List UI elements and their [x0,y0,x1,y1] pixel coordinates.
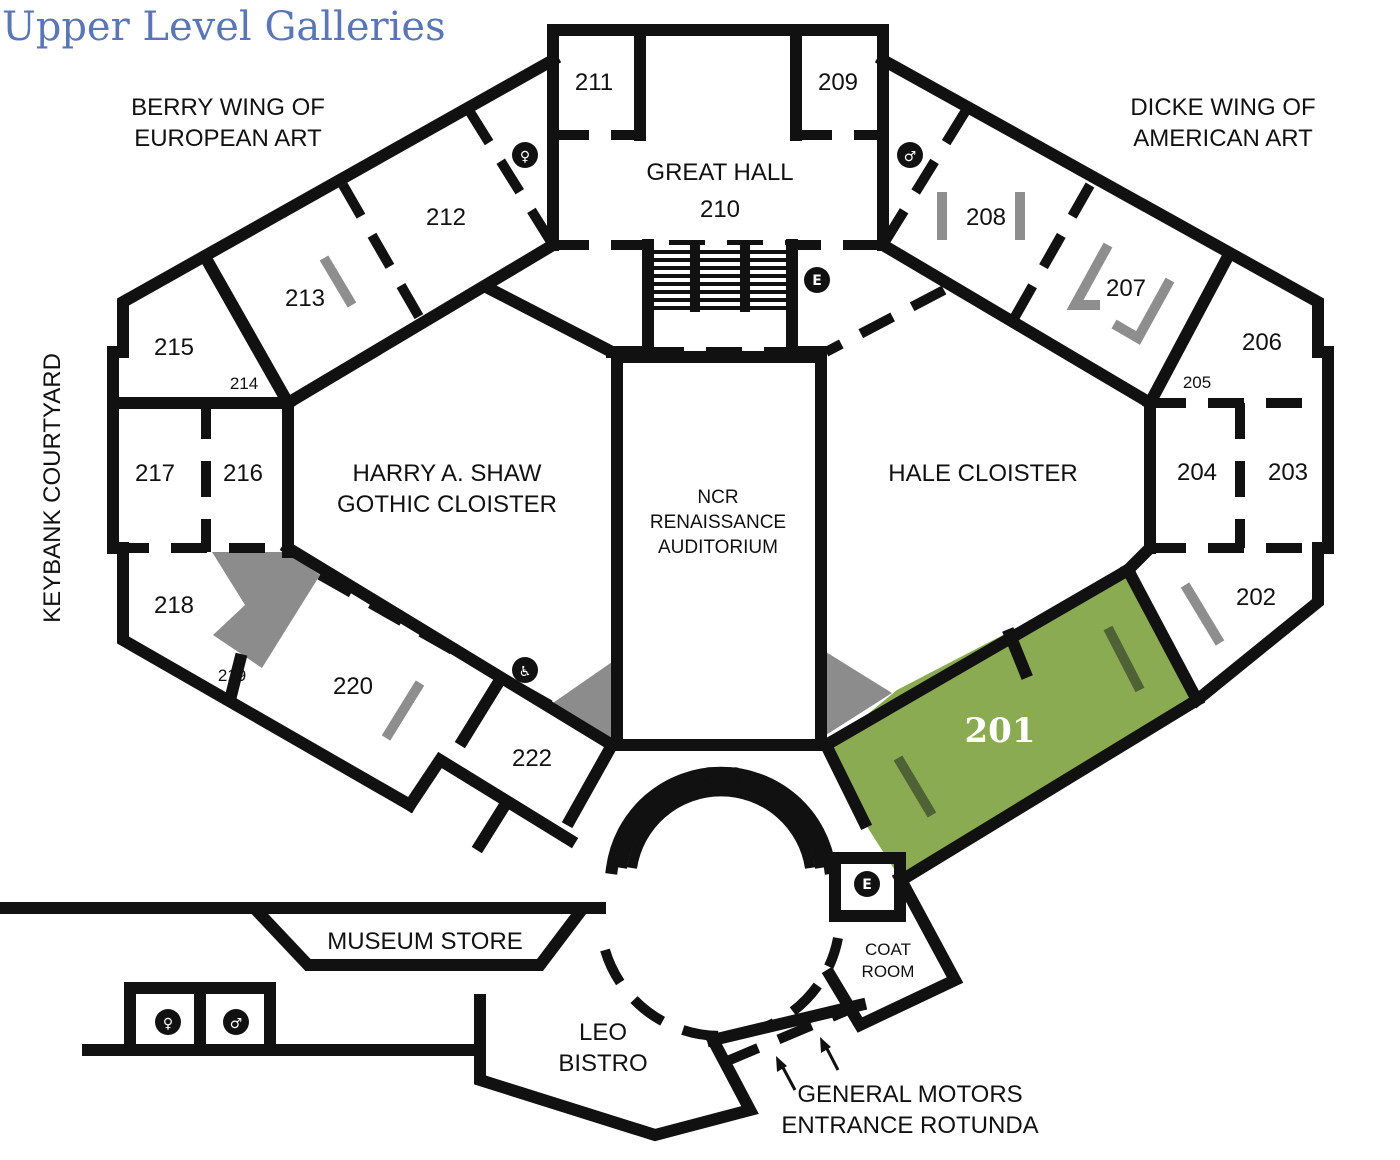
room-220-label[interactable]: 220 [333,673,373,700]
room-206-label[interactable]: 206 [1242,329,1282,356]
restroom-icon-men-lower: ♂ [223,1009,249,1035]
great-hall-walls [547,24,889,358]
coat-room-label-line1: COAT [865,940,911,959]
svg-text:E: E [812,273,822,289]
right-wing-walls [817,109,1328,754]
room-204-label[interactable]: 204 [1177,459,1217,486]
entrance-label-line2: ENTRANCE ROTUNDA [781,1112,1038,1139]
room-216-label[interactable]: 216 [223,460,263,487]
gray-area-west [212,552,320,668]
map-title: Upper Level Galleries [2,4,446,50]
room-201-label[interactable]: 201 [965,711,1036,751]
left-wing-walls [113,109,621,854]
great-hall-label: GREAT HALL [646,159,793,186]
restroom-icon-women-lower: ♀ [155,1009,181,1035]
restroom-icon-women-left: ♀ [512,142,538,168]
room-217-label[interactable]: 217 [135,460,175,487]
room-211-label[interactable]: 211 [575,69,613,96]
room-203-label[interactable]: 203 [1268,459,1308,486]
svg-text:♂: ♂ [904,149,917,165]
svg-text:♀: ♀ [163,1016,173,1032]
auditorium-label-line1: NCR [697,487,738,508]
gray-area-center-right [826,652,892,735]
shaw-cloister-label-line1: HARRY A. SHAW [353,460,542,487]
berry-wing-label-line1: BERRY WING OF [131,94,325,121]
museum-store-label: MUSEUM STORE [327,928,523,955]
coat-room-label-line2: ROOM [862,962,915,981]
restroom-icon-men-right: ♂ [897,142,923,168]
svg-text:♂: ♂ [230,1016,243,1032]
room-223-label[interactable]: 223 [702,763,742,790]
dicke-wing-label-line1: DICKE WING OF [1130,94,1315,121]
svg-text:♿: ♿ [519,664,532,680]
room-219-label[interactable]: 219 [218,666,246,685]
room-202-label[interactable]: 202 [1236,584,1276,611]
elevator-icon-rotunda: E [854,871,880,897]
courtyard-label: KEYBANK COURTYARD [39,353,66,623]
gray-area-center-left [550,662,612,742]
room-208-label[interactable]: 208 [966,204,1006,231]
svg-text:♀: ♀ [520,149,530,165]
elevator-icon-top: E [804,267,830,293]
room-213-label[interactable]: 213 [285,285,325,312]
room-209-label[interactable]: 209 [818,69,858,96]
bistro-label-line1: LEO [579,1019,627,1046]
dicke-wing-label-line2: AMERICAN ART [1133,125,1313,152]
accessibility-icon: ♿ [512,657,538,683]
shaw-cloister-label-line2: GOTHIC CLOISTER [337,491,557,518]
auditorium-walls [606,346,827,751]
room-222-label[interactable]: 222 [512,745,552,772]
room-207-label[interactable]: 207 [1106,275,1146,302]
room-218-label[interactable]: 218 [154,592,194,619]
svg-text:E: E [862,877,872,893]
room-214-label[interactable]: 214 [230,374,258,393]
stairs [648,245,792,312]
room-210-label: 210 [700,196,740,223]
entrance-label-line1: GENERAL MOTORS [797,1081,1022,1108]
lower-walls [0,902,759,1142]
rotunda-walls [600,736,964,1067]
room-205-label[interactable]: 205 [1183,373,1211,392]
hale-cloister-label: HALE CLOISTER [888,460,1077,487]
entrance-arrows-icon [776,1037,840,1091]
auditorium-label-line3: AUDITORIUM [658,537,778,558]
display-cases [319,192,1225,818]
auditorium-label-line2: RENAISSANCE [650,512,786,533]
room-215-label[interactable]: 215 [154,334,194,361]
berry-wing-label-line2: EUROPEAN ART [134,125,322,152]
room-212-label[interactable]: 212 [426,204,466,231]
bistro-label-line2: BISTRO [558,1050,647,1077]
